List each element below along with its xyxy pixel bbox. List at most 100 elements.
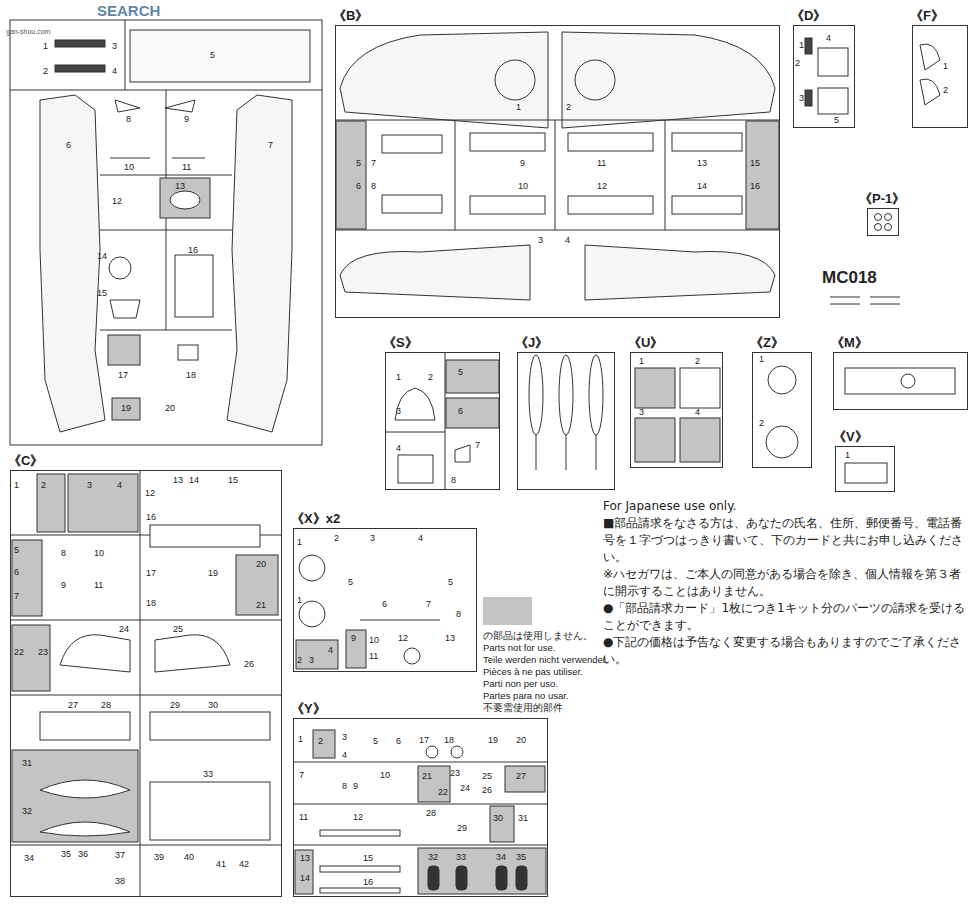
sprue-frame: 《Z》: [752, 352, 812, 468]
part-number: 12: [112, 196, 122, 206]
part-number: 39: [154, 852, 164, 862]
part-number: 4: [418, 533, 423, 543]
part-number: 25: [482, 771, 492, 781]
part-number: 10: [94, 548, 104, 558]
sprue-letter: 《Z》: [750, 334, 784, 352]
part-number: 3: [342, 732, 347, 742]
sprue-letter: 《X》x2: [291, 510, 340, 528]
part-number: 4: [396, 443, 401, 453]
sprue-frame: 《J》: [517, 352, 615, 490]
part-number: 19: [488, 735, 498, 745]
part-number: 30: [208, 700, 218, 710]
legend-block: の部品は使用しません。Parts not for use.Teile werde…: [483, 597, 598, 714]
part-number: 17: [419, 735, 429, 745]
watermark-url: gan-shou.com: [6, 27, 50, 37]
part-number: 14: [300, 873, 310, 883]
part-number: 5: [210, 50, 215, 60]
sprue-frame: 《B》: [335, 25, 780, 318]
part-number: 4: [342, 750, 347, 760]
watermark: SEARCH: [97, 3, 160, 19]
part-number: 38: [115, 876, 125, 886]
part-number: 11: [182, 162, 191, 172]
sprue-frame: 《P-1》: [867, 208, 899, 236]
part-number: 11: [299, 812, 308, 822]
legend-swatch: [483, 597, 532, 625]
part-number: 11: [94, 580, 103, 590]
part-number: 12: [145, 488, 155, 498]
part-number: 16: [146, 512, 156, 522]
part-number: 36: [78, 849, 88, 859]
part-number: 3: [538, 235, 543, 245]
part-number: 1: [43, 41, 48, 51]
part-number: 3: [112, 41, 117, 51]
part-number: 12: [398, 633, 408, 643]
part-number: 6: [14, 567, 19, 577]
part-number: 20: [165, 403, 175, 413]
part-number: 1: [943, 61, 948, 71]
part-number: 5: [14, 545, 19, 555]
part-number: 2: [297, 655, 302, 665]
part-number: 2: [41, 480, 46, 490]
notes-block: For Japanese use only.■部品請求をなさる方は、あなたの氏名…: [603, 498, 973, 668]
sprue-frame: 《M》: [833, 352, 968, 410]
part-number: 34: [496, 852, 506, 862]
sprue-frame: 《C》: [10, 470, 282, 897]
part-number: 6: [458, 406, 463, 416]
part-number: 1: [516, 102, 521, 112]
part-number: 11: [369, 651, 378, 661]
part-number: 1: [396, 372, 401, 382]
part-number: 1: [14, 480, 19, 490]
part-number: 7: [475, 440, 480, 450]
part-number: 25: [173, 624, 183, 634]
part-number: 23: [450, 768, 460, 778]
part-number: 15: [750, 158, 760, 168]
part-number: 13: [445, 633, 455, 643]
part-number: 22: [438, 787, 448, 797]
part-number: 7: [426, 599, 431, 609]
part-number: 3: [799, 93, 804, 103]
part-number: 3: [396, 406, 401, 416]
part-number: 24: [460, 783, 470, 793]
part-number: 4: [695, 407, 700, 417]
sprue-letter: 《V》: [833, 428, 868, 446]
part-number: 30: [493, 813, 503, 823]
part-number: 3: [87, 480, 92, 490]
part-number: 13: [173, 475, 183, 485]
part-number: 10: [124, 162, 134, 172]
part-number: 1: [297, 537, 302, 547]
legend-translation: Parti non per uso.: [483, 678, 598, 690]
sprue-letter: 《F》: [910, 7, 944, 25]
part-number: 7: [268, 140, 273, 150]
part-number: 26: [482, 785, 492, 795]
part-number: 4: [826, 33, 831, 43]
part-number: 2: [695, 356, 700, 366]
part-number: 5: [373, 736, 378, 746]
part-number: 2: [943, 85, 948, 95]
part-number: 9: [353, 781, 358, 791]
part-number: 3: [639, 407, 644, 417]
part-number: 4: [112, 66, 117, 76]
part-number: 41: [216, 859, 226, 869]
part-number: 5: [348, 577, 353, 587]
kit-note: ●「部品請求カード」1枚につき1キット分のパーツの請求を受けることができます。: [603, 600, 973, 634]
part-number: 3: [309, 655, 314, 665]
part-number: 16: [363, 877, 373, 887]
part-number: 4: [565, 235, 570, 245]
part-number: 1: [297, 595, 302, 605]
part-number: 35: [516, 852, 526, 862]
part-number: 35: [61, 849, 71, 859]
sprue-frame: 《S》: [385, 352, 500, 490]
part-number: 11: [597, 158, 606, 168]
sprue-letter: 《S》: [383, 334, 418, 352]
legend-translation: Teile werden nicht verwendet.: [483, 654, 598, 666]
part-number: 1: [845, 450, 850, 460]
part-number: 2: [334, 533, 339, 543]
part-number: 5: [448, 577, 453, 587]
part-number: 7: [14, 591, 19, 601]
sprue-letter: 《D》: [791, 7, 826, 25]
part-number: 15: [228, 475, 238, 485]
part-number: 16: [188, 245, 198, 255]
part-number: 19: [121, 403, 131, 413]
part-number: 13: [697, 158, 707, 168]
part-number: 15: [363, 853, 373, 863]
